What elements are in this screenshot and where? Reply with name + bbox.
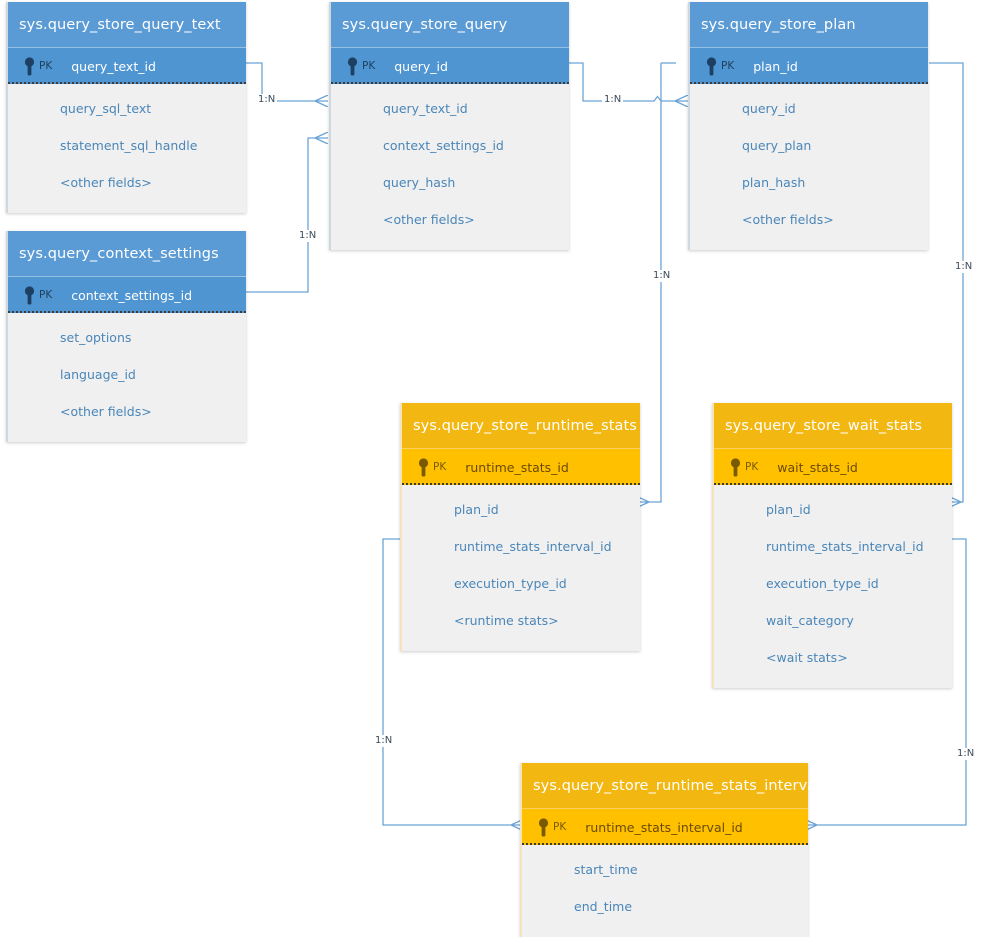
key-icon [412, 457, 434, 477]
entity-primary-key-row: PK query_text_id [8, 48, 246, 84]
field-row: <other fields> [742, 212, 834, 227]
pk-field-name: wait_stats_id [777, 459, 858, 475]
cardinality-label-r4: 1:N [651, 270, 673, 282]
key-icon [341, 56, 363, 76]
field-row: end_time [574, 899, 633, 914]
pk-field-name: query_text_id [71, 58, 156, 74]
entity-primary-key-row: PK query_id [331, 48, 569, 84]
entity-field-list: query_text_id context_settings_id query_… [331, 84, 569, 250]
entity-title: sys.query_store_runtime_stats [402, 403, 640, 449]
pk-badge: PK [745, 461, 759, 473]
cardinality-label-r3: 1:N [602, 94, 624, 106]
field-row: execution_type_id [454, 576, 567, 591]
entity-query-store-runtime-stats-interval[interactable]: sys.query_store_runtime_stats_interval P… [520, 763, 820, 937]
entity-title: sys.query_context_settings [8, 231, 246, 277]
cardinality-label-r6: 1:N [373, 735, 395, 747]
field-row: <other fields> [60, 404, 152, 419]
cardinality-label-r7: 1:N [955, 748, 977, 760]
field-row: <runtime stats> [454, 613, 559, 628]
entity-query-context-settings[interactable]: sys.query_context_settings PK context_se… [6, 231, 246, 442]
entity-primary-key-row: PK context_settings_id [8, 277, 246, 313]
cardinality-label-r2: 1:N [297, 230, 319, 242]
field-row: query_hash [383, 175, 456, 190]
connector-plan-to-wait-stats [929, 62, 964, 502]
field-row: <other fields> [383, 212, 475, 227]
pk-badge: PK [433, 461, 447, 473]
field-row: query_id [742, 101, 796, 116]
pk-badge: PK [553, 821, 567, 833]
field-row: <other fields> [60, 175, 152, 190]
pk-badge: PK [39, 289, 53, 301]
key-icon [18, 56, 40, 76]
entity-primary-key-row: PK runtime_stats_id [402, 449, 640, 485]
connector-interval-to-wait-stats [816, 538, 967, 825]
entity-query-store-wait-stats[interactable]: sys.query_store_wait_stats PK wait_stats… [712, 403, 952, 688]
field-row: statement_sql_handle [60, 138, 198, 153]
entity-field-list: plan_id runtime_stats_interval_id execut… [714, 485, 952, 688]
field-row: set_options [60, 330, 132, 345]
connector-interval-to-runtime-stats [382, 538, 512, 825]
key-icon [532, 817, 554, 837]
field-row: start_time [574, 862, 638, 877]
cardinality-label-r1: 1:N [256, 94, 278, 106]
pk-badge: PK [721, 60, 735, 72]
entity-field-list: query_sql_text statement_sql_handle <oth… [8, 84, 246, 213]
entity-title: sys.query_store_runtime_stats_interval [522, 763, 820, 809]
entity-field-list: plan_id runtime_stats_interval_id execut… [402, 485, 640, 651]
field-row: <wait stats> [766, 650, 848, 665]
field-row: context_settings_id [383, 138, 504, 153]
entity-query-store-query[interactable]: sys.query_store_query PK query_id query_… [329, 2, 569, 250]
field-row: wait_category [766, 613, 854, 628]
entity-title: sys.query_store_wait_stats [714, 403, 952, 449]
entity-primary-key-row: PK wait_stats_id [714, 449, 952, 485]
field-row: execution_type_id [766, 576, 879, 591]
field-row: query_text_id [383, 101, 468, 116]
pk-field-name: query_id [394, 58, 448, 74]
entity-query-store-runtime-stats[interactable]: sys.query_store_runtime_stats PK runtime… [400, 403, 640, 651]
entity-primary-key-row: PK runtime_stats_interval_id [522, 809, 808, 845]
pk-field-name: context_settings_id [71, 287, 193, 303]
entity-query-store-query-text[interactable]: sys.query_store_query_text PK query_text… [6, 2, 246, 213]
entity-primary-key-row: PK plan_id [690, 48, 928, 84]
connector-context-settings-to-query [246, 138, 316, 293]
entity-field-list: query_id query_plan plan_hash <other fie… [690, 84, 928, 250]
entity-title: sys.query_store_query_text [8, 2, 246, 48]
pk-field-name: plan_id [753, 58, 798, 74]
field-row: plan_hash [742, 175, 806, 190]
entity-query-store-plan[interactable]: sys.query_store_plan PK plan_id query_id… [688, 2, 928, 250]
key-icon [18, 285, 40, 305]
field-row: runtime_stats_interval_id [766, 539, 924, 554]
field-row: query_plan [742, 138, 812, 153]
field-row: runtime_stats_interval_id [454, 539, 612, 554]
pk-badge: PK [362, 60, 376, 72]
field-row: query_sql_text [60, 101, 152, 116]
key-icon [700, 56, 722, 76]
entity-field-list: start_time end_time [522, 845, 808, 937]
entity-field-list: set_options language_id <other fields> [8, 313, 246, 442]
pk-field-name: runtime_stats_id [465, 459, 569, 475]
entity-title: sys.query_store_query [331, 2, 569, 48]
pk-badge: PK [39, 60, 53, 72]
pk-field-name: runtime_stats_interval_id [585, 819, 743, 835]
entity-title: sys.query_store_plan [690, 2, 928, 48]
field-row: language_id [60, 367, 136, 382]
key-icon [724, 457, 746, 477]
cardinality-label-r5: 1:N [953, 261, 975, 273]
field-row: plan_id [454, 502, 499, 517]
field-row: plan_id [766, 502, 811, 517]
connector-query-text-to-query [246, 62, 316, 101]
connector-plan-to-runtime-stats [648, 63, 662, 502]
